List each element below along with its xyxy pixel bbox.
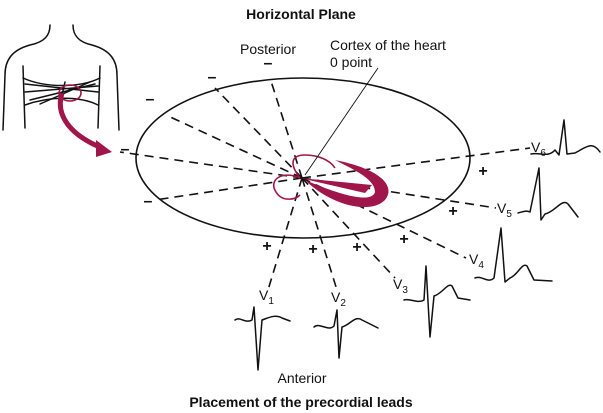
positive-signs: + + + + + + <box>262 163 487 258</box>
diagram-title: Horizontal Plane <box>246 6 356 22</box>
negative-sign: – <box>121 141 130 158</box>
arrow-icon <box>57 92 103 151</box>
positive-sign: + <box>478 163 487 180</box>
heart-cross-section <box>273 154 389 208</box>
torso-illustration <box>2 24 120 157</box>
ecg-traces <box>234 119 601 371</box>
ecg-trace-v4 <box>474 227 553 283</box>
lead-label-v5: V5 <box>497 200 512 220</box>
lead-label-v2: V2 <box>331 289 346 309</box>
lead-label-v6: V6 <box>531 139 546 159</box>
lead-label-v1: V1 <box>259 287 274 307</box>
zero-point-label: 0 point <box>330 54 372 70</box>
anterior-label: Anterior <box>277 370 326 386</box>
ecg-trace-v3 <box>403 265 471 338</box>
negative-sign: – <box>264 55 273 72</box>
negative-sign: – <box>144 193 153 210</box>
positive-sign: + <box>448 203 457 220</box>
negative-sign: – <box>208 69 217 86</box>
lead-label-v3: V3 <box>393 276 408 296</box>
positive-sign: + <box>352 239 361 256</box>
diagram-caption: Placement of the precordial leads <box>189 394 413 410</box>
ecg-trace-v5 <box>517 167 579 221</box>
negative-signs: – – – – – <box>121 55 273 210</box>
positive-sign: + <box>399 231 408 248</box>
lead-label-v4: V4 <box>469 251 484 271</box>
ecg-trace-v2 <box>313 309 379 359</box>
positive-sign: + <box>308 241 317 258</box>
positive-sign: + <box>262 238 271 255</box>
horizontal-plane-ellipse <box>135 77 471 239</box>
ecg-trace-v1 <box>234 306 291 371</box>
ecg-trace-v6 <box>530 119 601 156</box>
negative-sign: – <box>146 91 155 108</box>
posterior-label: Posterior <box>240 41 296 57</box>
cortex-label: Cortex of the heart <box>330 37 446 53</box>
cortex-pointer-line <box>304 67 379 176</box>
